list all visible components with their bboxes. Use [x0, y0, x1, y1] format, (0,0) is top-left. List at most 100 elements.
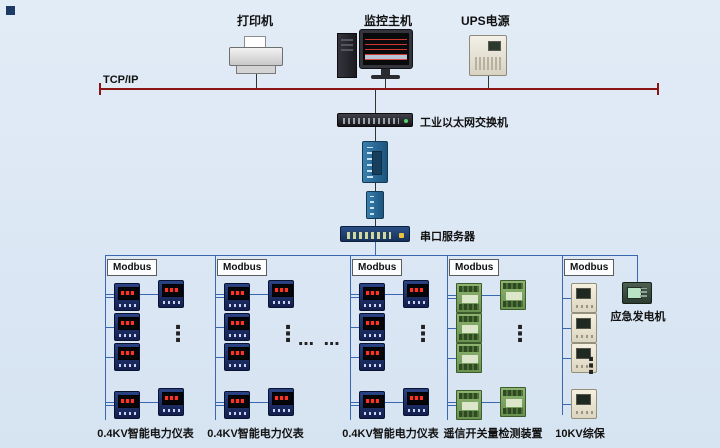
branch-label-5: 10KV综保	[555, 428, 605, 440]
ups-label: UPS电源	[461, 14, 510, 28]
protection-relay-icon	[571, 343, 597, 373]
printer-icon	[229, 36, 283, 76]
ups-icon	[469, 35, 507, 76]
branch-label-2: 0.4KV智能电力仪表	[207, 428, 304, 440]
power-meter-icon	[359, 343, 385, 371]
meter-stub-line	[215, 357, 224, 358]
meter-stub-line	[105, 357, 114, 358]
meter-stub-line	[562, 298, 571, 299]
ethernet-switch-label: 工业以太网交换机	[420, 117, 508, 129]
branch-line-2	[215, 255, 216, 420]
meter-stub-line	[215, 297, 224, 298]
branch-line-6	[637, 255, 638, 282]
io-module-icon	[456, 390, 482, 420]
serial-server-label: 串口服务器	[420, 231, 475, 243]
branch-line-1	[105, 255, 106, 420]
power-meter-icon	[158, 280, 184, 308]
ethernet-switch-icon	[337, 113, 413, 127]
protection-relay-icon	[571, 313, 597, 343]
io-module-icon	[500, 280, 526, 310]
printer-body	[229, 47, 283, 66]
branch-line-5	[562, 255, 563, 415]
switch-to-converter-line	[375, 127, 376, 141]
protection-relay-icon	[571, 389, 597, 419]
monitor-drop-line	[385, 79, 386, 89]
ellipsis-horizontal: … …	[298, 330, 342, 349]
tcpip-bus-line	[100, 88, 658, 90]
tcpip-label: TCP/IP	[103, 74, 139, 86]
ellipsis-vertical: ⋮	[580, 354, 602, 379]
meter-stub-line	[350, 357, 359, 358]
meter-stub-line	[105, 405, 114, 406]
io-module-icon	[500, 387, 526, 417]
monitor-base	[371, 75, 400, 79]
meter-stub-line	[447, 298, 456, 299]
branch-label-1: 0.4KV智能电力仪表	[97, 428, 194, 440]
corner-mark	[6, 6, 15, 15]
tcpip-endcap-right	[657, 83, 659, 95]
power-meter-icon	[268, 280, 294, 308]
meter-stub-line	[215, 327, 224, 328]
meter-stub-line	[447, 405, 456, 406]
power-meter-icon	[224, 391, 250, 419]
power-meter-icon	[158, 388, 184, 416]
power-meter-icon	[114, 343, 140, 371]
power-meter-icon	[403, 388, 429, 416]
computer-tower-icon	[337, 33, 357, 78]
converter-link-line	[375, 183, 376, 191]
ellipsis-vertical: ⋮	[412, 322, 434, 347]
meter-stub-line	[562, 328, 571, 329]
power-meter-icon	[114, 283, 140, 311]
io-module-icon	[456, 283, 482, 313]
modbus-tag-4: Modbus	[449, 259, 500, 276]
protection-relay-icon	[571, 283, 597, 313]
branch-line-3	[350, 255, 351, 420]
modbus-tag-5: Modbus	[564, 259, 615, 276]
power-meter-icon	[268, 388, 294, 416]
meter-stub-line	[447, 328, 456, 329]
io-module-icon	[456, 313, 482, 343]
modbus-bus-line	[105, 255, 638, 256]
serial-server-icon	[340, 226, 410, 242]
meter-stub-line	[562, 358, 571, 359]
power-meter-icon	[114, 313, 140, 341]
power-meter-icon	[224, 343, 250, 371]
branch-label-3: 0.4KV智能电力仪表	[342, 428, 439, 440]
meter-stub-line	[562, 404, 571, 405]
power-meter-icon	[224, 283, 250, 311]
meter-stub-line	[105, 297, 114, 298]
branch-line-4	[447, 255, 448, 420]
monitor-stand	[381, 69, 390, 75]
server-to-modbus-line	[375, 242, 376, 256]
printer-tray	[236, 65, 276, 74]
modbus-tag-2: Modbus	[217, 259, 268, 276]
branch-label-4: 遥信开关量检测装置	[443, 428, 543, 440]
ups-drop-line	[488, 76, 489, 89]
power-meter-icon	[224, 313, 250, 341]
bus-to-switch-line	[375, 90, 376, 113]
meter-stub-line	[447, 358, 456, 359]
meter-stub-line	[350, 297, 359, 298]
monitor-screen-icon	[359, 29, 413, 69]
meter-stub-line	[215, 405, 224, 406]
media-converter-icon	[366, 191, 384, 219]
generator-label: 应急发电机	[610, 311, 666, 323]
converter-to-server-line	[375, 219, 376, 226]
power-meter-icon	[403, 280, 429, 308]
power-meter-icon	[359, 313, 385, 341]
fiber-converter-icon	[362, 141, 388, 183]
ellipsis-vertical: ⋮	[167, 322, 189, 347]
io-module-icon	[456, 343, 482, 373]
tcpip-endcap-left	[99, 83, 101, 95]
modbus-tag-1: Modbus	[107, 259, 158, 276]
monitor-host-label: 监控主机	[364, 14, 413, 28]
power-meter-icon	[359, 391, 385, 419]
power-meter-icon	[114, 391, 140, 419]
printer-drop-line	[256, 74, 257, 89]
ellipsis-vertical: ⋮	[277, 322, 299, 347]
power-meter-icon	[359, 283, 385, 311]
printer-label: 打印机	[237, 14, 274, 28]
meter-stub-line	[350, 405, 359, 406]
meter-stub-line	[350, 327, 359, 328]
